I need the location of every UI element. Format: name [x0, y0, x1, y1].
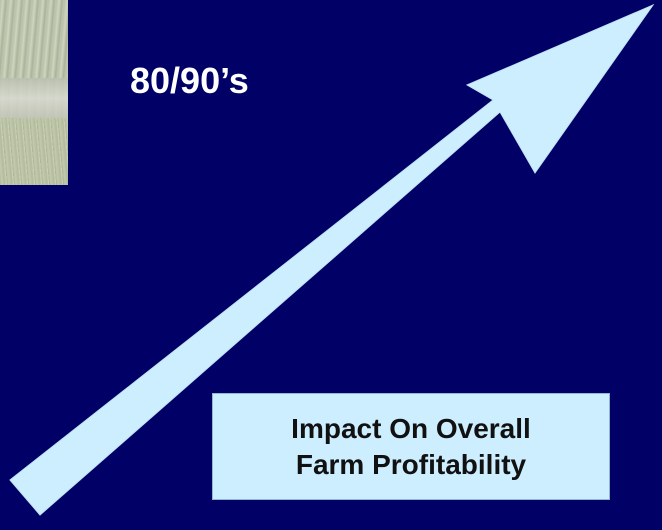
impact-box-line1: Impact On Overall: [291, 412, 531, 444]
photo-field-middle: [0, 78, 68, 118]
growth-arrow-shape: [9, 3, 655, 516]
impact-box-line2: Farm Profitability: [295, 448, 527, 480]
era-label: 80/90’s: [130, 60, 249, 101]
photo-field-top: [0, 0, 68, 78]
impact-box: Impact On Overall Farm Profitability: [212, 393, 610, 500]
crop-field-photo: [0, 0, 68, 185]
photo-field-bottom: [0, 118, 68, 185]
